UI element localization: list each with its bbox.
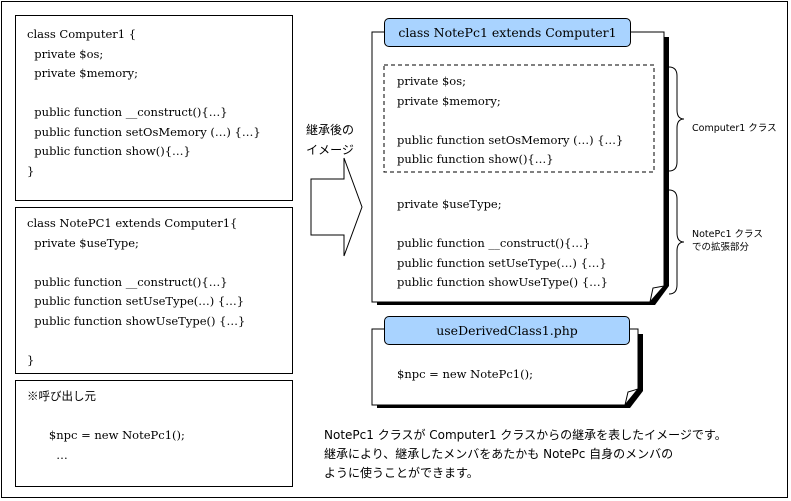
code-line: public function show(){…} bbox=[397, 152, 554, 166]
code-line: ※呼び出し元 bbox=[27, 389, 96, 403]
code-line: $npc = new NotePc1(); bbox=[27, 428, 185, 442]
code-line: … bbox=[27, 447, 68, 462]
code-line: private $os; bbox=[397, 74, 466, 88]
code-line: private $memory; bbox=[27, 66, 139, 80]
computer1-class-box: class Computer1 { private $os; private $… bbox=[15, 15, 293, 201]
extension-members-code: private $useType; public function __const… bbox=[397, 195, 608, 293]
notepc1-class-box: class NotePC1 extends Computer1{ private… bbox=[15, 207, 293, 374]
notepc-doc-fold bbox=[649, 285, 665, 303]
usederived-doc-tab: useDerivedClass1.php bbox=[384, 316, 630, 345]
description-text: NotePc1 クラスが Computer1 クラスからの継承を表したイメージで… bbox=[324, 428, 727, 480]
computer1-brace-label: Computer1 クラス bbox=[692, 123, 777, 134]
inheritance-arrow bbox=[310, 157, 363, 257]
code-line: public function __construct(){…} bbox=[27, 105, 228, 119]
code-line: private $useType; bbox=[27, 235, 139, 250]
code-line: public function __construct(){…} bbox=[27, 274, 228, 289]
extension-brace bbox=[668, 189, 685, 295]
extension-brace-label: NotePc1 クラス での拡張部分 bbox=[692, 229, 763, 253]
usederived-code-line: $npc = new NotePc1(); bbox=[397, 367, 533, 381]
code-line: } bbox=[27, 163, 35, 178]
code-line: public function setUseType(…) {…} bbox=[27, 294, 245, 308]
caller-box: ※呼び出し元 $npc = new NotePc1(); … bbox=[15, 380, 293, 487]
code-line: public function showUseType() {…} bbox=[27, 313, 246, 328]
computer1-brace bbox=[668, 66, 685, 172]
inherited-members-code: private $os; private $memory; public funct… bbox=[397, 72, 623, 170]
code-line: public function setOsMemory (…) {…} bbox=[27, 124, 261, 139]
code-line: private $os; bbox=[27, 46, 104, 61]
notepc-doc-tab: class NotePc1 extends Computer1 bbox=[384, 18, 631, 47]
code-line: public function showUseType() {…} bbox=[397, 275, 608, 289]
code-line: public function show(){…} bbox=[27, 144, 191, 158]
code-line: public function __construct(){…} bbox=[397, 236, 591, 250]
caller-code: ※呼び出し元 $npc = new NotePc1(); … bbox=[27, 387, 185, 465]
code-line bbox=[397, 111, 623, 131]
usederived-doc-fold bbox=[624, 388, 639, 406]
code-line bbox=[397, 215, 608, 235]
code-line: class NotePC1 extends Computer1{ bbox=[27, 216, 238, 230]
inherited-members-region bbox=[383, 64, 655, 173]
notepc1-class-code: class NotePC1 extends Computer1{ private… bbox=[27, 214, 245, 370]
code-line: public function setUseType(…) {…} bbox=[397, 255, 607, 270]
code-line: class Computer1 { bbox=[27, 27, 137, 41]
code-line: private $memory; bbox=[397, 93, 501, 108]
code-line: private $useType; bbox=[397, 197, 502, 211]
computer1-class-code: class Computer1 { private $os; private $… bbox=[27, 25, 261, 181]
code-line: public function setOsMemory (…) {…} bbox=[397, 132, 624, 147]
arrow-label: 継承後の イメージ bbox=[305, 123, 354, 157]
code-line: } bbox=[27, 352, 35, 367]
